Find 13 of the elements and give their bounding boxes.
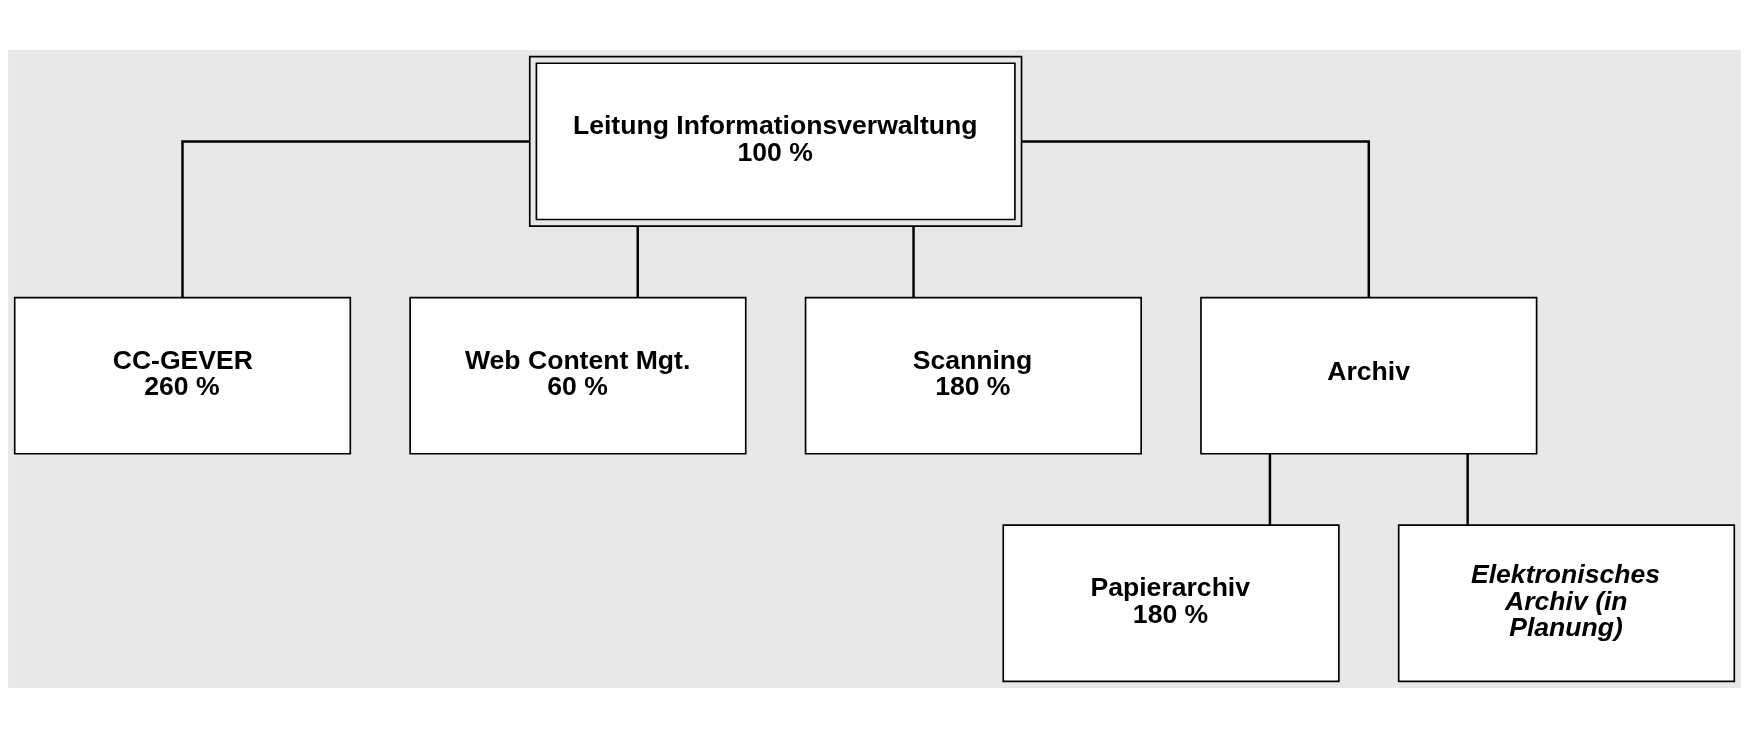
node-box: Web Content Mgt. 60 % xyxy=(409,296,747,455)
connector xyxy=(1466,454,1469,525)
connector xyxy=(1021,140,1371,297)
connector xyxy=(1268,454,1272,525)
node-box: Leitung Informationsverwaltung 100 % xyxy=(528,55,1023,227)
connector xyxy=(912,226,915,298)
connector xyxy=(636,226,639,298)
connector xyxy=(181,140,530,297)
node-box: Archiv xyxy=(1200,296,1538,455)
node-box: CC-GEVER 260 % xyxy=(13,296,352,455)
node-box: Papierarchiv 180 % xyxy=(1002,524,1340,683)
node-box: Elektronisches Archiv (in Planung) xyxy=(1397,524,1736,683)
node-box: Scanning 180 % xyxy=(804,296,1142,455)
